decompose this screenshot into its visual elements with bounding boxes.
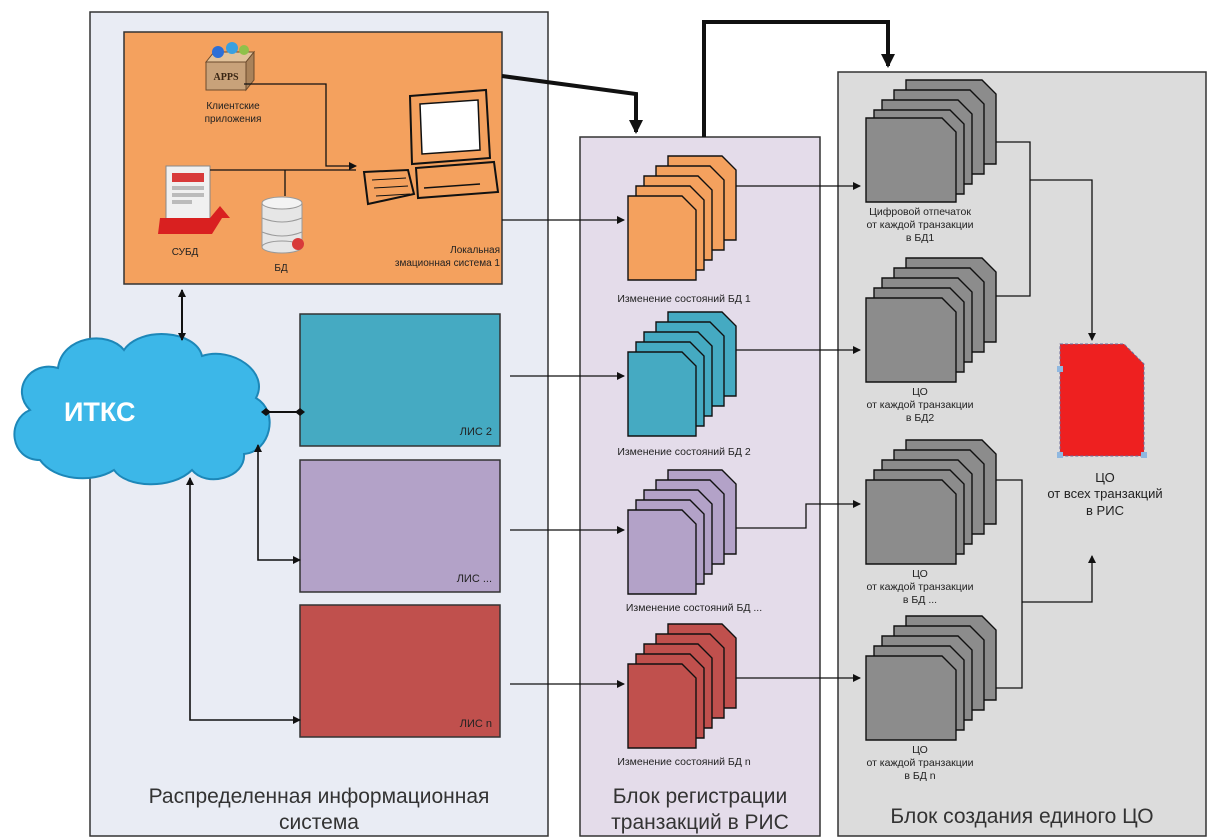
fp3-fpn-merge-line (996, 479, 1023, 689)
merge-to-result-top-arrow (1030, 179, 1096, 341)
lis-2-label: ЛИС 2 (459, 426, 492, 438)
local-system-name-label: Локальная змационная система 1 (394, 245, 500, 269)
cloud-label: ИТКС (64, 397, 136, 427)
dbms-label: СУБД (171, 247, 199, 258)
change-stack-1 (627, 155, 737, 281)
database-icon (261, 196, 304, 254)
apps-box-icon: APPS (204, 42, 256, 92)
change-stack-dots (627, 469, 737, 595)
apps-to-pc-line (244, 83, 357, 170)
result-document-icon (1057, 343, 1147, 458)
client-apps-label: Клиентские приложения (204, 101, 262, 125)
fingerprint-stack-1 (865, 79, 997, 203)
lis-dots-label: ЛИС ... (456, 573, 492, 585)
lis-dots-box (299, 459, 501, 593)
lis-2-box (299, 313, 501, 447)
lis-n-box (299, 604, 501, 738)
change-stack-n (627, 623, 737, 749)
change-label-n: Изменение состояний БД n (617, 756, 751, 768)
svg-text:APPS: APPS (214, 72, 239, 83)
db-label: БД (274, 263, 288, 274)
cloud-to-lis-n-arrow (186, 477, 301, 724)
fingerprint-stack-2 (865, 257, 997, 383)
fingerprint-stack-3 (865, 439, 997, 565)
merge-to-result-bottom-arrow (1022, 555, 1096, 603)
fingerprint-stack-n (865, 615, 997, 741)
change-label-dots: Изменение состояний БД ... (625, 602, 763, 614)
change-label-2: Изменение состояний БД 2 (617, 446, 751, 458)
fp1-fp2-merge-line (996, 141, 1031, 297)
registration-to-co-thick-arrow (702, 20, 895, 137)
lis-n-label: ЛИС n (459, 718, 492, 730)
change-stack-2 (627, 311, 737, 437)
computer-icon (362, 88, 500, 206)
co-panel-title: Блок создания единого ЦО (890, 805, 1154, 828)
change-label-1: Изменение состояний БД 1 (617, 293, 751, 305)
local-to-registration-thick-arrow (501, 74, 643, 134)
dbms-icon (158, 165, 230, 234)
changedots-to-fp3-arrow (736, 500, 861, 529)
itks-cloud-icon (13, 333, 271, 486)
